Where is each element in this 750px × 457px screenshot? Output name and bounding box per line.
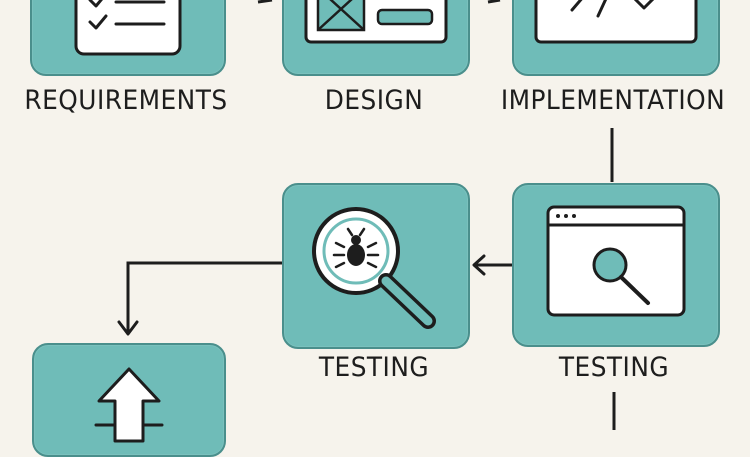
checklist-icon — [74, 0, 182, 56]
step-label-implementation: IMPLEMENTATION — [500, 85, 726, 116]
code-icon — [534, 0, 698, 44]
bug-magnifier-icon — [312, 207, 436, 329]
step-tile-deploy — [32, 343, 226, 457]
deploy-arrow-icon — [94, 367, 164, 443]
wireframe-icon — [304, 0, 448, 44]
step-tile-testing-bug — [282, 183, 470, 349]
connector-layer — [117, 0, 616, 430]
bug-icon — [332, 227, 380, 269]
arrow-to-testing-left — [472, 254, 512, 276]
step-tile-requirements — [30, 0, 226, 76]
arrow-design-to-implementation — [487, 0, 501, 4]
step-tile-testing-browser — [512, 183, 720, 347]
step-label-requirements: REQUIREMENTS — [24, 85, 228, 116]
step-label-testing-browser: TESTING — [558, 352, 670, 383]
step-tile-implementation — [512, 0, 720, 76]
arrow-testing-to-deploy — [117, 261, 282, 336]
browser-search-icon — [546, 205, 686, 317]
step-tile-design — [282, 0, 470, 76]
arrow-requirements-to-design — [257, 0, 273, 4]
step-label-design: DESIGN — [324, 85, 424, 116]
step-label-testing-bug: TESTING — [318, 352, 430, 383]
